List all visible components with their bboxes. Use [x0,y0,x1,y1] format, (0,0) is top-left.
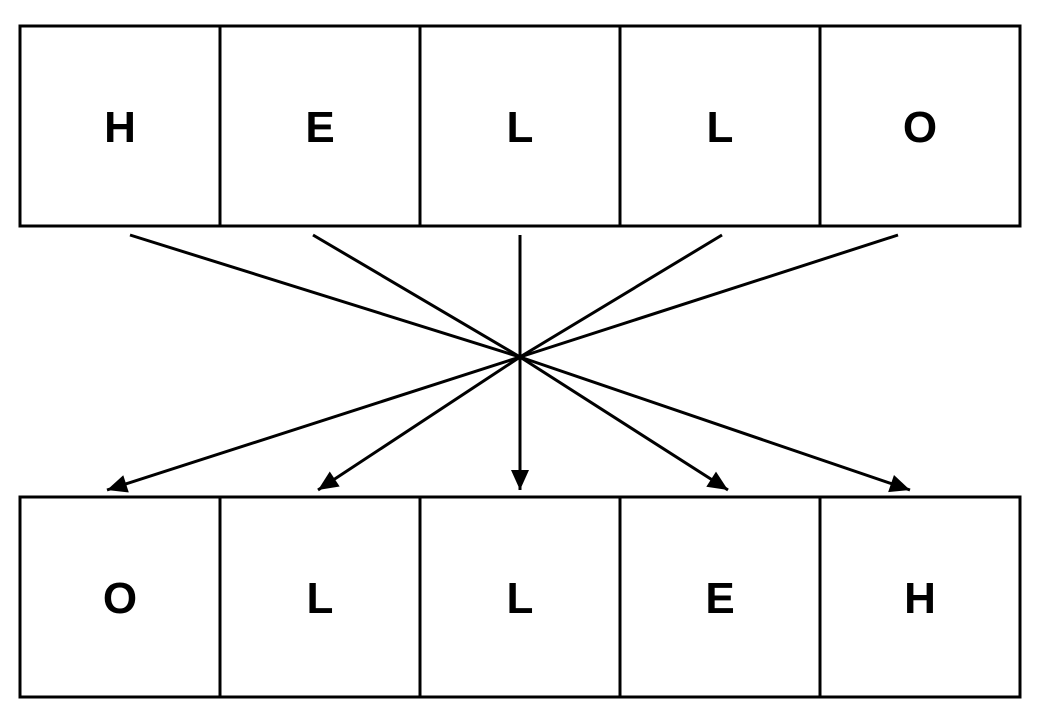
arrowhead-icon [318,471,340,490]
cell-box [18,495,222,699]
cell-letter: L [507,574,534,623]
cell-box [18,24,222,228]
cell-letter: O [103,574,137,623]
cell-letter: L [507,103,534,152]
cell-letter: H [104,103,136,152]
cell-box [418,24,622,228]
bottom-row-cell-4: E [618,495,822,699]
cell-letter: E [305,103,334,152]
arrows [106,233,911,493]
bottom-row-cell-5: H [818,495,1022,699]
cell-box [218,24,422,228]
arrowhead-icon [888,475,910,493]
bottom-row-cell-3: L [418,495,622,699]
cell-box [818,24,1022,228]
arrowhead-icon [706,471,728,490]
cell-box [418,495,622,699]
top-row-cell-4: L [618,24,822,228]
arrow-5-to-1 [106,233,899,493]
top-row-cell-1: H [18,24,222,228]
bottom-row-cell-2: L [218,495,422,699]
cell-letter: O [903,103,937,152]
cell-letter: L [707,103,734,152]
cell-box [818,495,1022,699]
cell-box [618,495,822,699]
cell-letter: E [705,574,734,623]
arrowhead-icon [107,475,129,493]
cell-box [218,495,422,699]
cell-box [618,24,822,228]
top-row-cell-2: E [218,24,422,228]
cell-letter: L [307,574,334,623]
top-row-cell-3: L [418,24,622,228]
bottom-row-cell-1: O [18,495,222,699]
arrow-line [106,233,899,492]
top-row-cell-5: O [818,24,1022,228]
arrowhead-icon [511,470,529,490]
cell-letter: H [904,574,936,623]
